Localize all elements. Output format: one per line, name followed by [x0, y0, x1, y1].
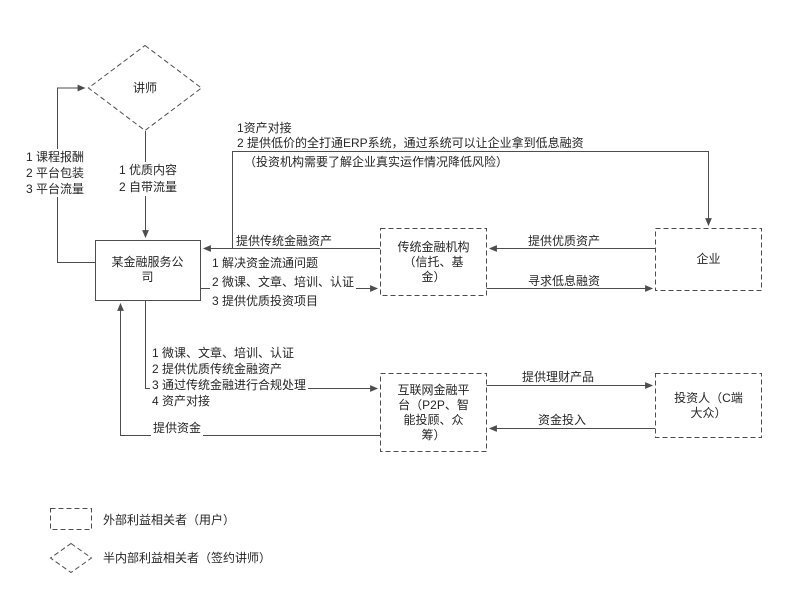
- enterprise-node-label: 企业: [696, 252, 721, 266]
- edge-label-lecturer-to-company: 1 优质内容 2 自带流量: [117, 162, 180, 196]
- edge-label-enterprise-to-traditional: 提供优质资产: [528, 234, 601, 248]
- traditional-institution-node-label: 传统金融机构（信托、基金）: [397, 239, 470, 284]
- enterprise-box: [655, 228, 762, 291]
- legend-external-swatch: [50, 508, 92, 530]
- traditional-institution-box: [380, 228, 487, 296]
- lecturer-diamond: [87, 44, 203, 132]
- edge-label-traditional-to-company: 提供传统金融资产: [236, 234, 333, 248]
- edge-label-erp-note: （投资机构需要了解企业真实运作情况降低风险）: [244, 155, 509, 169]
- company-box: [95, 240, 201, 301]
- legend-semi-internal-swatch: [49, 542, 93, 574]
- company-node-label: 某金融服务公司: [111, 255, 184, 284]
- edge-label-traditional-to-enterprise: 寻求低息融资: [528, 274, 601, 288]
- edge-label-platform-to-company: 提供资金: [151, 420, 204, 436]
- legend-semi-internal-label: 半内部利益相关者（签约讲师）: [103, 551, 272, 565]
- edge-company-to-enterprise: [232, 151, 712, 248]
- edge-label-company-to-traditional: 1 解决资金流通问题 2 微课、文章、培训、认证 3 提供优质投资项目: [210, 254, 357, 311]
- internet-platform-box: [380, 373, 487, 452]
- edge-label-platform-to-investor: 提供理财产品: [522, 370, 595, 384]
- edge-label-company-to-platform: 1 微课、文章、培训、认证 2 提供优质传统金融资产 3 通过传统金融进行合规处…: [150, 345, 309, 409]
- edge-label-company-to-lecturer: 1 课程报酬 2 平台包装 3 平台流量: [24, 149, 87, 197]
- legend-external-label: 外部利益相关者（用户）: [103, 513, 236, 527]
- investor-node-label: 投资人（C端大众）: [674, 390, 743, 420]
- investor-box: [655, 373, 762, 438]
- lecturer-node-label: 讲师: [132, 80, 157, 95]
- internet-platform-node-label: 互联网金融平台（P2P、智能投顾、众筹）: [397, 382, 470, 442]
- edge-platform-to-company: [117, 302, 380, 436]
- edge-label-investor-to-platform: 资金投入: [538, 413, 587, 427]
- edge-label-asset-matching: 1资产对接: [237, 121, 292, 135]
- edge-label-erp-system: 2 提供低价的全打通ERP系统，通过系统可以让企业拿到低息融资: [237, 136, 584, 150]
